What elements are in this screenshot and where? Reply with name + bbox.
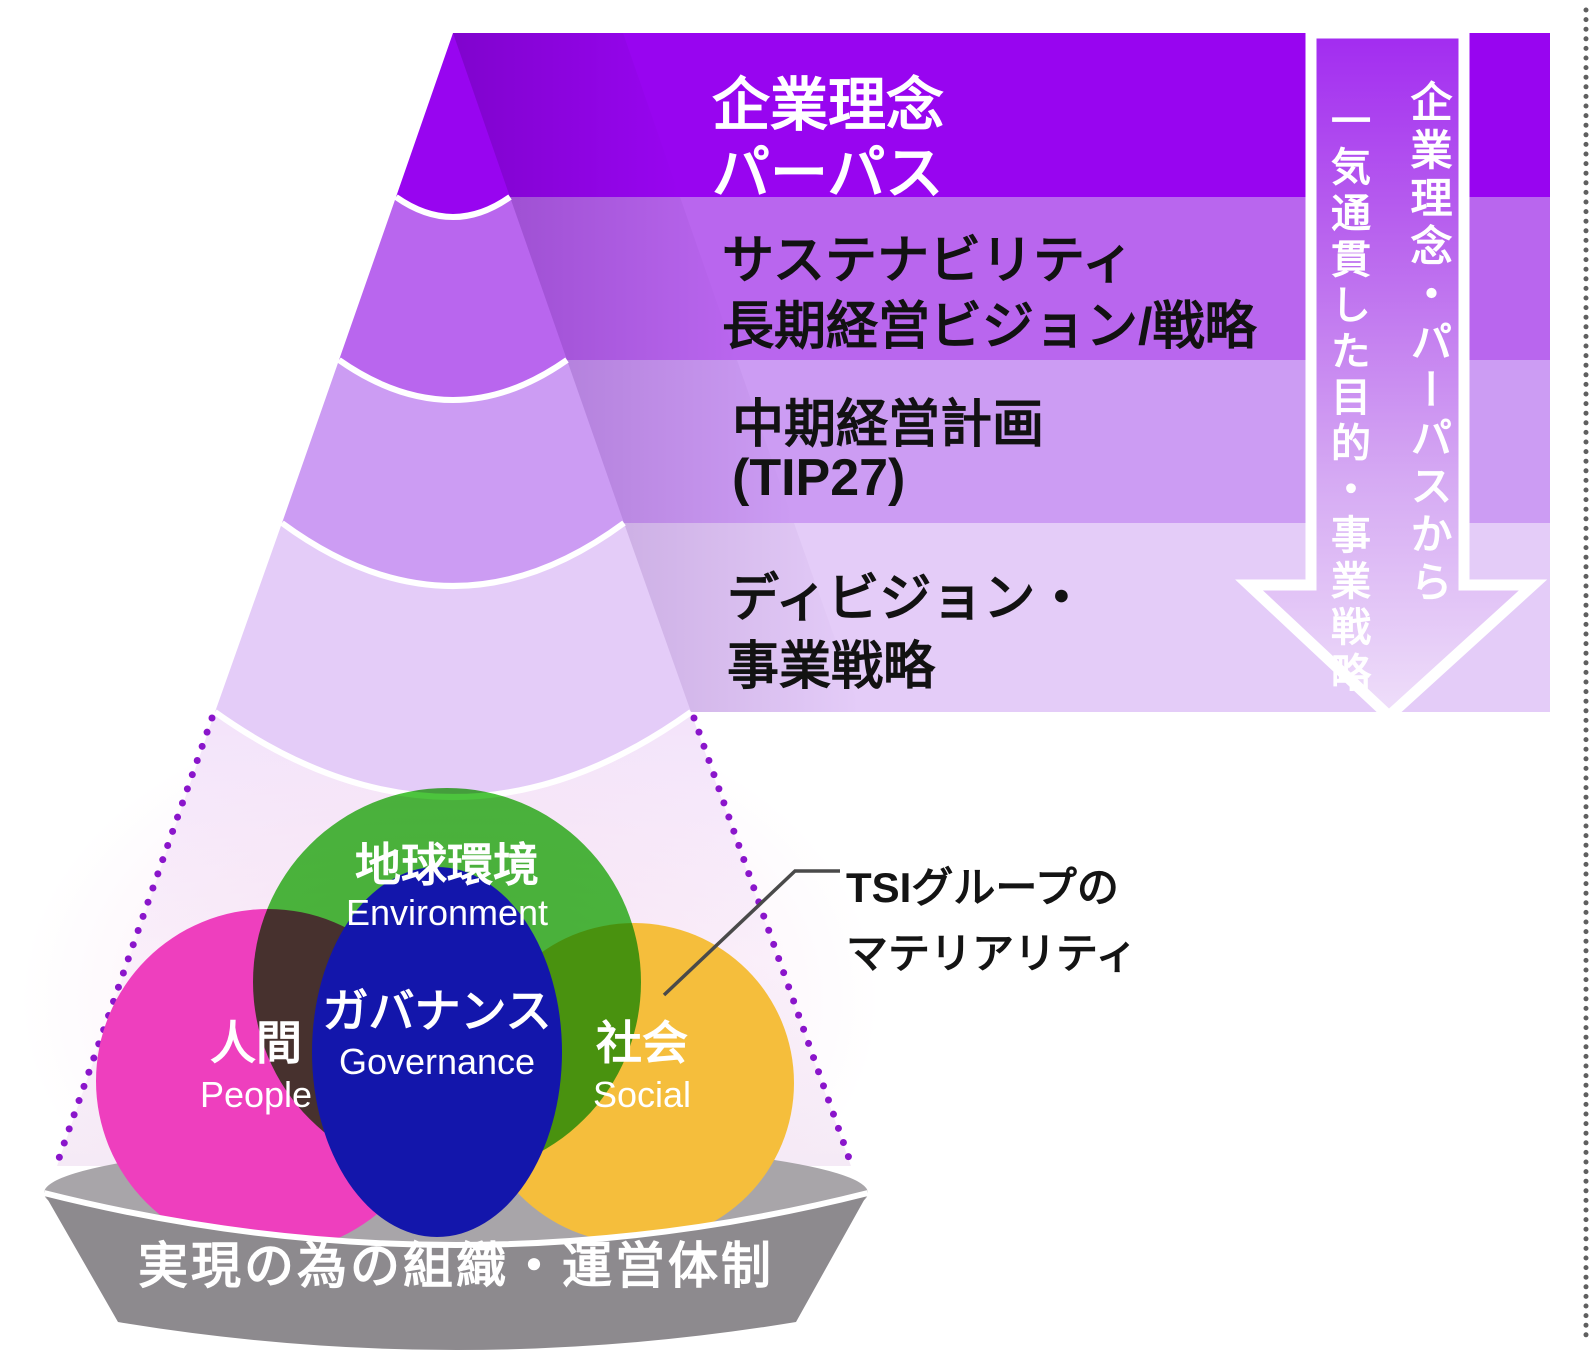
fold-shadow-2 (510, 197, 737, 360)
social-label-en: Social (592, 1074, 692, 1115)
people-label-ja: 人間 (210, 1017, 302, 1069)
level3-label-line1: 中期経営計画 (732, 396, 1045, 454)
level2-label-line1: サステナビリティ (722, 232, 1134, 290)
cone-lip-arc-3 (280, 520, 626, 589)
dotted-cone-edge-left (53, 714, 216, 1168)
arrow-vertical-text-left: 一気通貫した目的・事業戦略 (1325, 100, 1369, 698)
fold-shadow-1 (453, 33, 680, 197)
governance-label-ja: ガバナンス (322, 985, 552, 1037)
level4-label-line2: 事業戦略 (727, 638, 936, 696)
materiality-label-line2: マテリアリティ (846, 930, 1138, 977)
cone-lip-arc-1 (394, 194, 512, 220)
level1-label-line2: パーパス (712, 141, 944, 206)
materiality-callout-line (662, 869, 840, 997)
level2-label-line2: 長期経営ビジョン/戦略 (722, 298, 1257, 356)
materiality-label-line1: TSIグループの (846, 864, 1119, 911)
level3-label-line2: (TIP27) (732, 449, 906, 507)
people-label-en: People (199, 1074, 313, 1115)
level4-label-line1: ディビジョン・ (727, 570, 1088, 628)
governance-ellipse (312, 867, 562, 1237)
cone-lip-arc-2 (337, 357, 569, 403)
arrow-vertical-text-right: 企業理念・パーパスから (1405, 80, 1452, 608)
fold-shadow-3 (567, 360, 794, 523)
band-corporate-philosophy (396, 33, 1550, 217)
social-label-ja: 社会 (596, 1017, 688, 1069)
level1-label-line1: 企業理念 (712, 73, 945, 138)
environment-label-en: Environment (345, 892, 549, 933)
governance-label-en: Governance (338, 1041, 536, 1082)
band-division-strategy (215, 523, 1550, 797)
platform-rim (43, 1190, 869, 1248)
environment-label-ja: 地球環境 (355, 839, 539, 891)
foundation-label: 実現の為の組織・運営体制 (138, 1238, 774, 1294)
flow-down-arrow-icon (1235, 27, 1548, 724)
fold-shadow-4 (624, 523, 861, 712)
